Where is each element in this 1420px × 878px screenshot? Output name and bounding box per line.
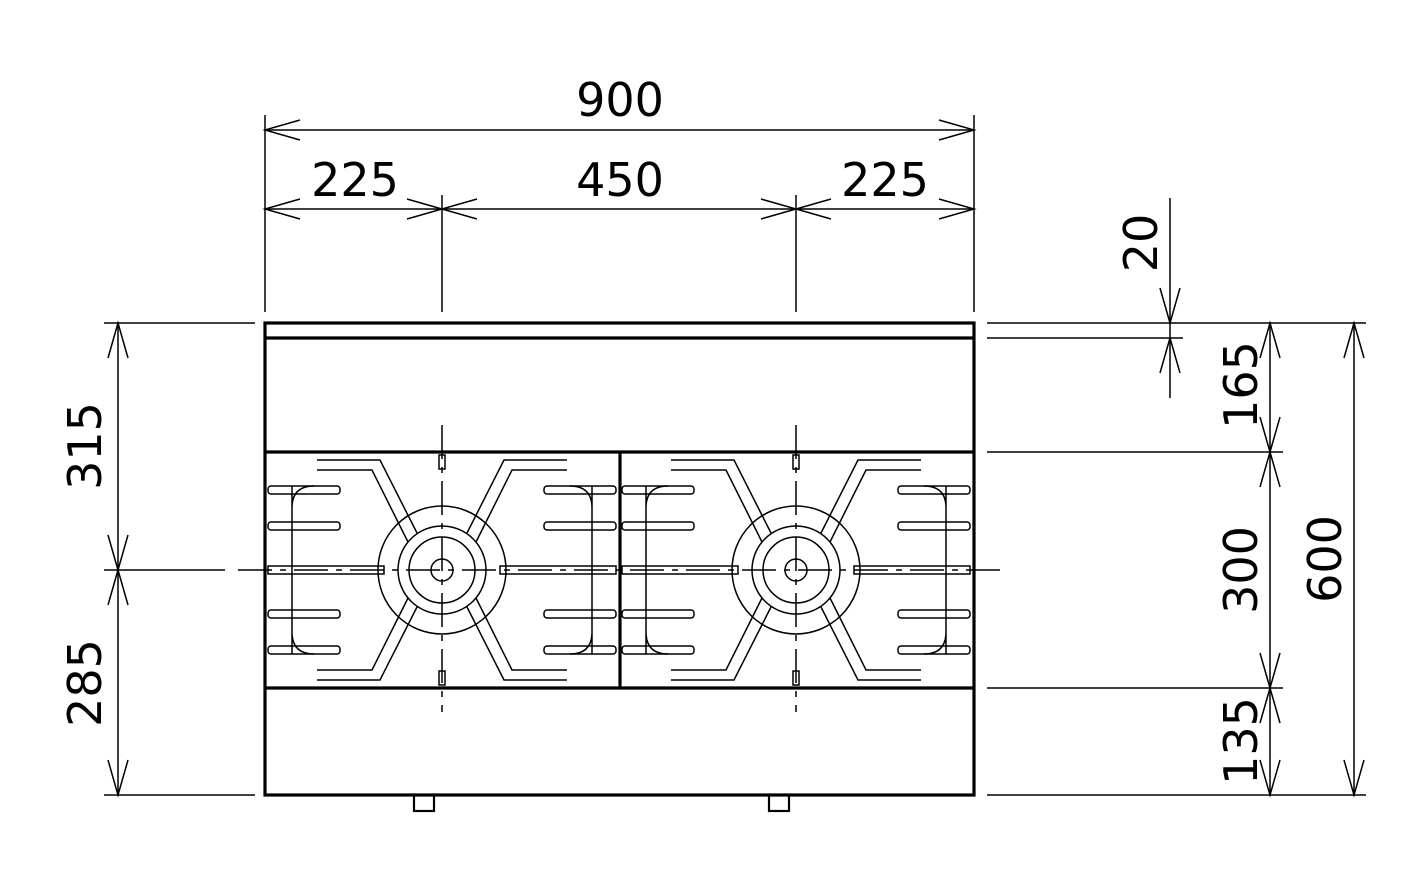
center-lines xyxy=(238,425,1000,712)
dim-overall-depth: 600 xyxy=(1298,515,1352,603)
right-dimensions xyxy=(987,198,1366,798)
dim-right-offset: 225 xyxy=(841,153,929,207)
dim-burner-center-to-front: 285 xyxy=(58,639,112,727)
dim-back-panel-depth: 165 xyxy=(1214,341,1268,429)
front-feet xyxy=(412,793,791,813)
top-dimensions xyxy=(262,115,977,312)
range-outline xyxy=(263,321,976,797)
dim-grate-depth: 300 xyxy=(1214,526,1268,614)
dim-back-to-burner-center: 315 xyxy=(58,402,112,490)
dim-burner-spacing: 450 xyxy=(576,153,664,207)
dim-front-panel-depth: 135 xyxy=(1214,697,1268,785)
dim-overall-width: 900 xyxy=(576,73,664,127)
dim-top-rim: 20 xyxy=(1114,214,1168,273)
dim-left-offset: 225 xyxy=(311,153,399,207)
left-dimensions xyxy=(104,320,255,798)
